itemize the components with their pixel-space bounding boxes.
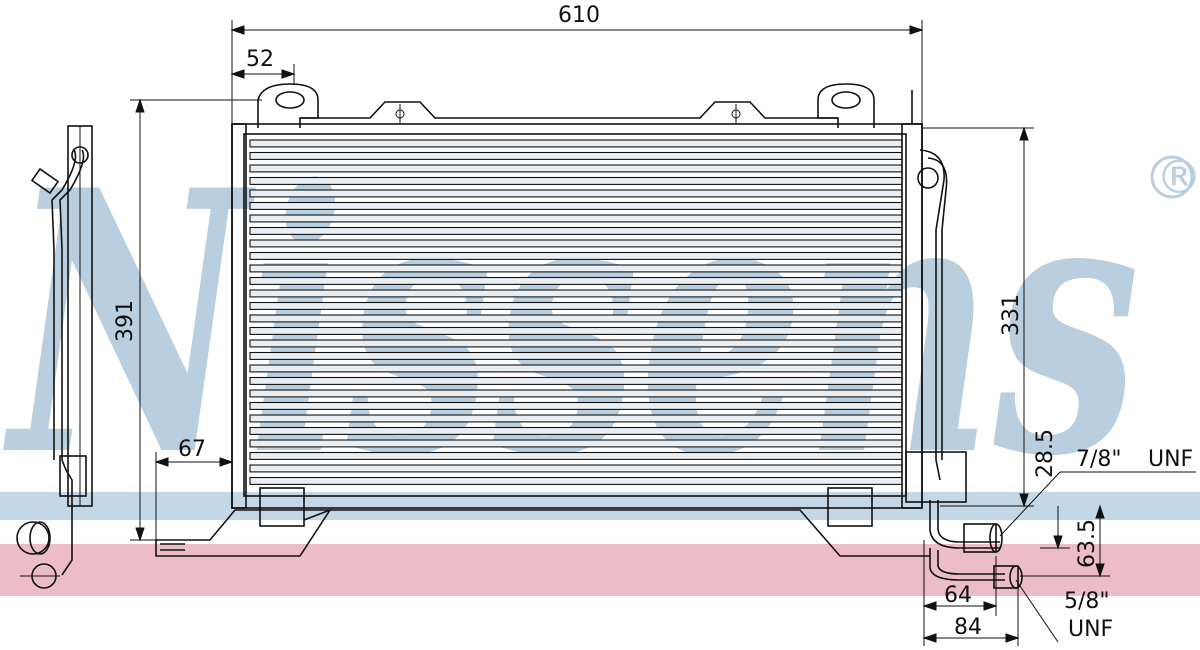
dimension-lines bbox=[130, 20, 1196, 646]
lower-fitting-size: 5/8" bbox=[1064, 589, 1110, 614]
dimension-labels: 610 52 391 331 67 28.5 63.5 64 84 bbox=[113, 3, 1100, 640]
core-fin bbox=[249, 376, 903, 385]
dim-fitting-spacing: 63.5 bbox=[1075, 519, 1100, 568]
left-side-view bbox=[16, 125, 93, 589]
core-fin bbox=[249, 326, 903, 335]
core-fin bbox=[249, 301, 903, 310]
lower-fitting-thread: UNF bbox=[1068, 617, 1113, 642]
upper-fitting-thread: UNF bbox=[1148, 447, 1193, 472]
dim-width-total: 610 bbox=[558, 3, 600, 28]
dim-bracket-offset: 67 bbox=[178, 437, 206, 462]
dim-height-core: 331 bbox=[999, 294, 1024, 336]
core-fin bbox=[249, 151, 903, 160]
dim-fitting-x-outer: 84 bbox=[954, 615, 982, 640]
dim-fitting-x-inner: 64 bbox=[944, 583, 972, 608]
core-fin bbox=[249, 464, 903, 473]
dim-offset-left: 52 bbox=[246, 47, 274, 72]
core-fin bbox=[249, 239, 903, 248]
registered-mark-circle bbox=[1150, 155, 1194, 199]
bottom-bracket bbox=[155, 487, 930, 557]
core-fin bbox=[249, 451, 903, 460]
top-brackets bbox=[257, 83, 875, 128]
core-fin bbox=[249, 401, 903, 410]
core-fin bbox=[249, 226, 903, 235]
core-fin bbox=[249, 364, 903, 373]
dim-fitting-height: 28.5 bbox=[1033, 429, 1058, 478]
core-fin bbox=[249, 264, 903, 273]
core-fin bbox=[249, 339, 903, 348]
core-fin bbox=[249, 201, 903, 210]
core-fin bbox=[249, 214, 903, 223]
core-fin bbox=[249, 351, 903, 360]
core-fin bbox=[249, 426, 903, 435]
fitting-callouts: 7/8" UNF 5/8" UNF bbox=[1064, 447, 1193, 642]
core-fin bbox=[249, 389, 903, 398]
core-fin bbox=[249, 251, 903, 260]
upper-fitting-size: 7/8" bbox=[1076, 447, 1122, 472]
core-fin bbox=[249, 139, 903, 148]
core-fin bbox=[249, 276, 903, 285]
left-header-tank bbox=[231, 123, 247, 509]
dim-height-total: 391 bbox=[113, 300, 138, 342]
core-fins bbox=[249, 139, 903, 485]
registered-mark: ® bbox=[1156, 150, 1200, 204]
right-side-pipes bbox=[905, 90, 1023, 589]
condenser-core bbox=[231, 123, 923, 509]
core-fin bbox=[249, 176, 903, 185]
core-fin bbox=[249, 476, 903, 485]
core-fin bbox=[249, 189, 903, 198]
core-fin bbox=[249, 164, 903, 173]
core-fin bbox=[249, 414, 903, 423]
core-fin bbox=[249, 289, 903, 298]
core-fin bbox=[249, 314, 903, 323]
core-fin bbox=[249, 439, 903, 448]
